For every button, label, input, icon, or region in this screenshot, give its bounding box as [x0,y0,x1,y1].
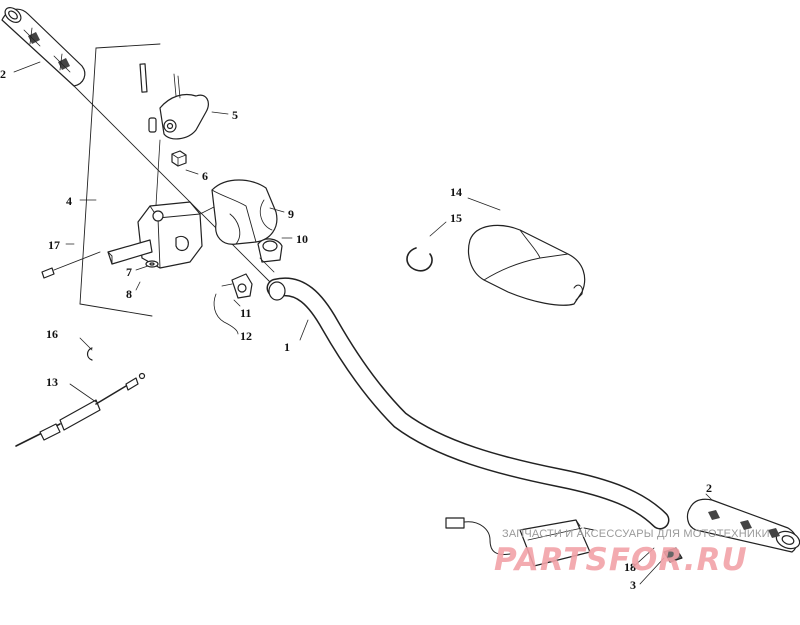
nut [171,150,187,167]
throttle-lever [159,73,209,140]
callout-handlebar-pad: 14 [450,185,462,199]
screw [41,251,101,279]
spring [148,117,157,133]
callout-throttle-lever: 5 [232,108,238,122]
wire-lead [213,293,239,335]
callout-heater-element: 3 [630,578,636,592]
connector [445,517,683,563]
callout-throttle-cable: 13 [46,375,58,389]
throttle-cover [211,179,278,245]
grip-right [686,498,800,553]
callout-screw: 17 [48,238,60,252]
callout-retaining-ring: 15 [450,211,462,225]
leader-vertical [155,139,161,206]
callout-labels: 2 5 6 4 9 10 17 7 8 11 12 1 16 13 14 15 … [0,67,712,592]
callout-throttle-assembly: 4 [66,194,72,208]
callout-switch: 11 [240,306,251,320]
clamp [257,238,283,273]
grip-left [1,7,86,87]
callout-clip: 16 [46,327,58,341]
callout-throttle-cover: 9 [288,207,294,221]
callout-nut: 6 [202,169,208,183]
retaining-ring [406,247,433,272]
throttle-cable [15,372,146,447]
callout-clamp: 10 [296,232,308,246]
pin [139,63,148,93]
callout-washer: 7 [126,265,132,279]
switch [221,273,253,299]
heater-element [519,519,595,567]
handlebar-pad [467,224,586,306]
callout-connector: 18 [624,560,636,574]
group-bracket-4 [79,43,161,317]
bracket [107,239,153,265]
callout-grip-right: 2 [706,481,712,495]
callout-grip-left: 2 [0,67,6,81]
handlebar [266,277,670,530]
callout-wire-lead: 12 [240,329,252,343]
callout-handlebar: 1 [284,340,290,354]
callout-bracket: 8 [126,287,132,301]
leader-lines [13,61,713,585]
leader-grip-to-bar [71,83,271,283]
watermark-caption: ЗАПЧАСТИ И АКСЕССУАРЫ ДЛЯ МОТОТЕХНИКИ [502,528,770,540]
watermark-logo: PARTSFOR.RU [494,542,748,578]
washer [145,260,159,268]
